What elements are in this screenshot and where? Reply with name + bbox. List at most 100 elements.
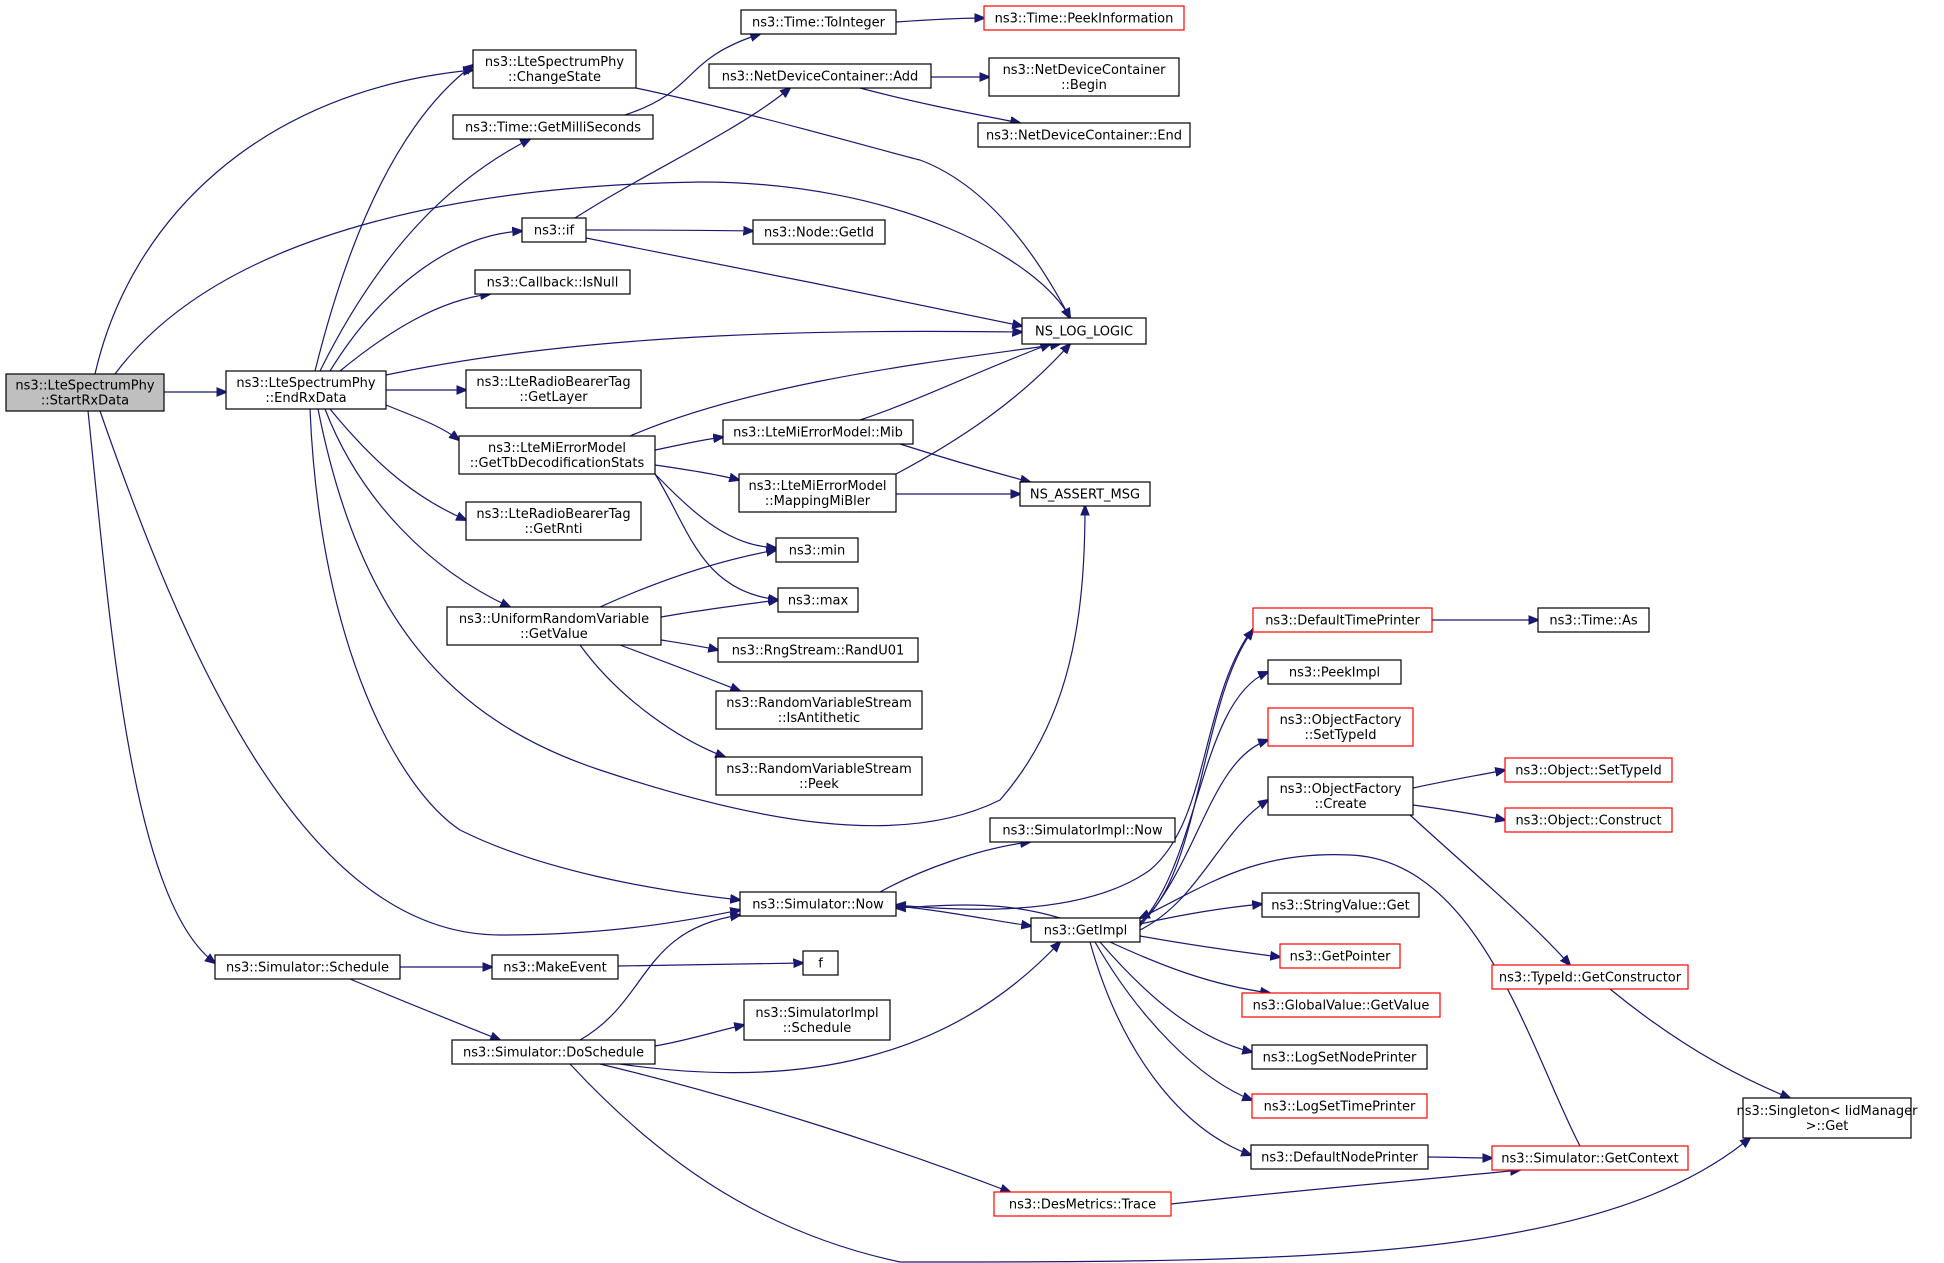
node-box[interactable] <box>1279 943 1401 969</box>
node-ofsettypeid[interactable]: ns3::ObjectFactory::SetTypeId <box>1267 707 1414 747</box>
node-box[interactable] <box>1251 1044 1428 1070</box>
node-nsassert[interactable]: NS_ASSERT_MSG <box>1019 481 1151 507</box>
node-box[interactable] <box>1252 607 1433 633</box>
node-cbisnull[interactable]: ns3::Callback::IsNull <box>474 269 631 295</box>
node-box[interactable] <box>1267 659 1402 685</box>
node-f[interactable]: f <box>802 950 839 976</box>
node-gettbstats[interactable]: ns3::LteMiErrorModel::GetTbDecodificatio… <box>458 435 656 475</box>
node-getpointer[interactable]: ns3::GetPointer <box>1279 943 1401 969</box>
node-peekinfo[interactable]: ns3::Time::PeekInformation <box>983 5 1185 31</box>
node-simimplschedule[interactable]: ns3::SimulatorImpl::Schedule <box>743 999 891 1041</box>
node-isantithetic[interactable]: ns3::RandomVariableStream::IsAntithetic <box>715 690 923 730</box>
node-rvspeek[interactable]: ns3::RandomVariableStream::Peek <box>715 756 923 796</box>
node-getrnti[interactable]: ns3::LteRadioBearerTag::GetRnti <box>465 501 642 541</box>
node-box[interactable] <box>708 63 932 89</box>
node-if[interactable]: ns3::if <box>521 217 587 243</box>
node-deftimeprinter[interactable]: ns3::DefaultTimePrinter <box>1252 607 1433 633</box>
node-startrx[interactable]: ns3::LteSpectrumPhy::StartRxData <box>5 373 165 412</box>
node-makeevent[interactable]: ns3::MakeEvent <box>491 954 619 980</box>
node-strvalget[interactable]: ns3::StringValue::Get <box>1261 892 1420 918</box>
node-box[interactable] <box>740 9 897 35</box>
node-box[interactable] <box>775 537 859 563</box>
node-ofcreate[interactable]: ns3::ObjectFactory::Create <box>1267 776 1414 816</box>
node-timeas[interactable]: ns3::Time::As <box>1537 607 1650 633</box>
node-objconstruct[interactable]: ns3::Object::Construct <box>1504 807 1673 833</box>
node-getconstructor[interactable]: ns3::TypeId::GetConstructor <box>1491 964 1689 990</box>
node-logtimeprinter[interactable]: ns3::LogSetTimePrinter <box>1251 1093 1428 1119</box>
node-nslog[interactable]: NS_LOG_LOGIC <box>1021 317 1147 345</box>
node-box[interactable] <box>739 891 897 917</box>
node-box[interactable] <box>465 369 642 409</box>
node-defnodeprinter[interactable]: ns3::DefaultNodePrinter <box>1250 1144 1429 1170</box>
node-box[interactable] <box>1504 757 1673 783</box>
node-box[interactable] <box>1030 917 1141 943</box>
node-singletonget[interactable]: ns3::Singleton< IidManager >::Get <box>1736 1097 1918 1139</box>
node-simimplnow[interactable]: ns3::SimulatorImpl::Now <box>989 817 1176 843</box>
node-box[interactable] <box>989 817 1176 843</box>
node-box[interactable] <box>1491 1145 1689 1171</box>
node-box[interactable] <box>446 606 662 646</box>
node-box[interactable] <box>451 1039 656 1065</box>
node-box[interactable] <box>458 435 656 475</box>
node-desmetrics[interactable]: ns3::DesMetrics::Trace <box>993 1191 1172 1217</box>
node-box[interactable] <box>491 954 619 980</box>
node-box[interactable] <box>1251 1093 1428 1119</box>
node-endrx[interactable]: ns3::LteSpectrumPhy::EndRxData <box>225 370 387 410</box>
node-urvgetvalue[interactable]: ns3::UniformRandomVariable::GetValue <box>446 606 662 646</box>
node-box[interactable] <box>465 501 642 541</box>
node-box[interactable] <box>474 269 631 295</box>
node-box[interactable] <box>1241 992 1441 1018</box>
node-doschedule[interactable]: ns3::Simulator::DoSchedule <box>451 1039 656 1065</box>
node-box[interactable] <box>472 49 637 89</box>
node-simschedule[interactable]: ns3::Simulator::Schedule <box>214 954 401 980</box>
node-box[interactable] <box>977 122 1191 148</box>
node-nodegetid[interactable]: ns3::Node::GetId <box>752 219 886 245</box>
node-box[interactable] <box>1267 776 1414 816</box>
node-box[interactable] <box>225 370 387 410</box>
node-box[interactable] <box>1019 481 1151 507</box>
node-box[interactable] <box>722 419 914 445</box>
node-box[interactable] <box>5 373 165 412</box>
node-objsettypeid[interactable]: ns3::Object::SetTypeId <box>1504 757 1673 783</box>
node-box[interactable] <box>715 690 923 730</box>
node-box[interactable] <box>214 954 401 980</box>
node-box[interactable] <box>1250 1144 1429 1170</box>
node-max[interactable]: ns3::max <box>777 587 859 613</box>
node-box[interactable] <box>1742 1097 1912 1139</box>
node-box[interactable] <box>738 473 897 513</box>
node-box[interactable] <box>993 1191 1172 1217</box>
node-tointeger[interactable]: ns3::Time::ToInteger <box>740 9 897 35</box>
node-getcontext[interactable]: ns3::Simulator::GetContext <box>1491 1145 1689 1171</box>
node-box[interactable] <box>715 756 923 796</box>
node-box[interactable] <box>1491 964 1689 990</box>
node-box[interactable] <box>777 587 859 613</box>
node-ndcadd[interactable]: ns3::NetDeviceContainer::Add <box>708 63 932 89</box>
node-ndcbegin[interactable]: ns3::NetDeviceContainer::Begin <box>988 57 1180 97</box>
node-min[interactable]: ns3::min <box>775 537 859 563</box>
node-mappingmibler[interactable]: ns3::LteMiErrorModel::MappingMiBler <box>738 473 897 513</box>
node-simnow[interactable]: ns3::Simulator::Now <box>739 891 897 917</box>
node-lognodeprinter[interactable]: ns3::LogSetNodePrinter <box>1251 1044 1428 1070</box>
node-box[interactable] <box>1021 317 1147 345</box>
node-getlayer[interactable]: ns3::LteRadioBearerTag::GetLayer <box>465 369 642 409</box>
node-box[interactable] <box>1261 892 1420 918</box>
node-changestate[interactable]: ns3::LteSpectrumPhy::ChangeState <box>472 49 637 89</box>
node-box[interactable] <box>521 217 587 243</box>
node-box[interactable] <box>752 219 886 245</box>
node-gvgetvalue[interactable]: ns3::GlobalValue::GetValue <box>1241 992 1441 1018</box>
node-box[interactable] <box>983 5 1185 31</box>
node-box[interactable] <box>452 114 654 140</box>
node-box[interactable] <box>743 999 891 1041</box>
node-ndcend[interactable]: ns3::NetDeviceContainer::End <box>977 122 1191 148</box>
node-box[interactable] <box>717 637 919 663</box>
node-mib[interactable]: ns3::LteMiErrorModel::Mib <box>722 419 914 445</box>
node-box[interactable] <box>1537 607 1650 633</box>
node-box[interactable] <box>988 57 1180 97</box>
node-box[interactable] <box>1267 707 1414 747</box>
node-randu01[interactable]: ns3::RngStream::RandU01 <box>717 637 919 663</box>
node-box[interactable] <box>1504 807 1673 833</box>
node-box[interactable] <box>802 950 839 976</box>
node-getimpl[interactable]: ns3::GetImpl <box>1030 917 1141 943</box>
node-getms[interactable]: ns3::Time::GetMilliSeconds <box>452 114 654 140</box>
node-peekimpl[interactable]: ns3::PeekImpl <box>1267 659 1402 685</box>
